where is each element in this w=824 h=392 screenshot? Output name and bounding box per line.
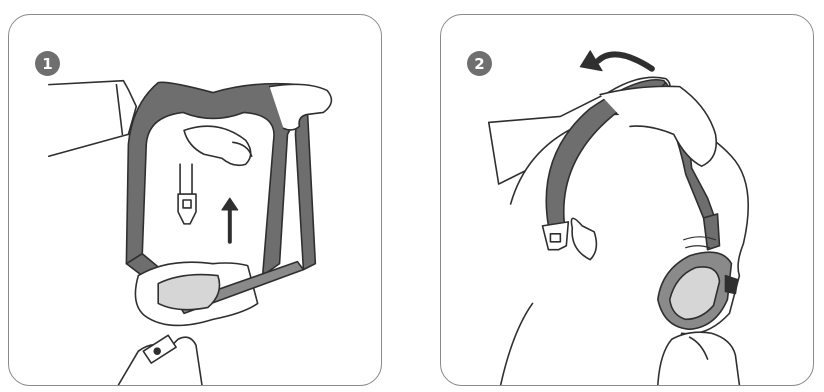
top-hand: [268, 83, 333, 131]
mask-inner: [157, 273, 221, 311]
top-hand-finger: [183, 125, 252, 167]
step-2-badge: 2: [467, 51, 492, 76]
step-1-illustration: [47, 79, 333, 385]
mask-cushion: [668, 266, 721, 321]
step-1-panel: 1: [8, 14, 382, 386]
arm-sleeve-lower: [487, 121, 532, 185]
mask-vent: [724, 274, 739, 295]
clip-slot: [182, 199, 192, 209]
bottom-hand: [657, 331, 741, 385]
arm-sleeve: [47, 79, 138, 158]
ear: [570, 217, 598, 261]
top-hand-knuckle: [232, 141, 253, 158]
mask-connector: [702, 213, 721, 251]
breath-lines: [683, 236, 717, 249]
top-hand: [599, 85, 717, 167]
step-1-badge: 1: [35, 51, 60, 76]
strap-buckle: [541, 221, 570, 251]
arm-sleeve-fold: [115, 83, 124, 136]
headgear-top-strap: [545, 79, 671, 227]
step-2-illustration: [487, 50, 749, 385]
neck-line: [499, 302, 534, 385]
step-2-panel: 2: [440, 14, 814, 386]
lower-strap-clip: [177, 163, 197, 225]
rotate-arrow-icon: [595, 51, 655, 72]
